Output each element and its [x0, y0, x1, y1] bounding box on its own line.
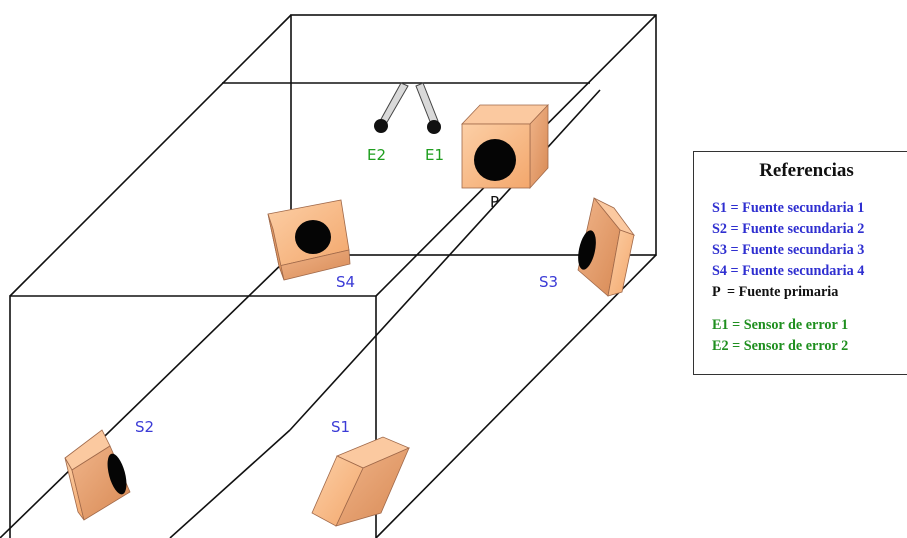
legend-item-s3: S3 = Fuente secundaria 3 — [712, 242, 865, 258]
legend-item-e1: E1 = Sensor de error 1 — [712, 317, 849, 333]
label-s4: S4 — [336, 273, 355, 291]
label-primary: P — [490, 193, 499, 211]
label-s1: S1 — [331, 418, 350, 436]
legend-item-primary: P = Fuente primaria — [712, 284, 839, 300]
room-wireframe — [0, 14, 657, 538]
speaker-primary — [461, 103, 549, 190]
speaker-s2 — [64, 429, 131, 521]
diagonal-left-lower — [0, 254, 292, 538]
label-s3: S3 — [539, 273, 558, 291]
front-wall — [9, 295, 377, 538]
legend-box: Referencias S1 = Fuente secundaria 1 S2 … — [693, 151, 907, 375]
edge-top-left — [9, 14, 292, 297]
sensor-e1 — [415, 82, 441, 134]
legend-item-s4: S4 = Fuente secundaria 4 — [712, 263, 865, 279]
speaker-s3-cone — [578, 230, 596, 270]
label-e1: E1 — [425, 146, 444, 164]
label-s2: S2 — [135, 418, 154, 436]
legend-item-e2: E2 = Sensor de error 2 — [712, 338, 849, 354]
speaker-s1 — [311, 436, 411, 527]
legend-item-s1: S1 = Fuente secundaria 1 — [712, 200, 865, 216]
speaker-s2-cone — [107, 453, 127, 495]
legend-title: Referencias — [759, 160, 854, 181]
sensor-e1-head — [427, 120, 441, 134]
legend-item-s2: S2 = Fuente secundaria 2 — [712, 221, 865, 237]
diagonal-center — [169, 429, 291, 538]
speaker-s3 — [577, 197, 636, 297]
label-e2: E2 — [367, 146, 386, 164]
back-wall — [290, 14, 657, 256]
edge-bottom-right — [375, 254, 657, 538]
speaker-s4-cone — [295, 220, 331, 254]
legend-spacer — [694, 303, 907, 315]
speaker-primary-cone — [474, 139, 516, 181]
sensor-e2-head — [374, 119, 388, 133]
speaker-s4 — [267, 199, 351, 281]
sensor-e2 — [374, 82, 409, 133]
